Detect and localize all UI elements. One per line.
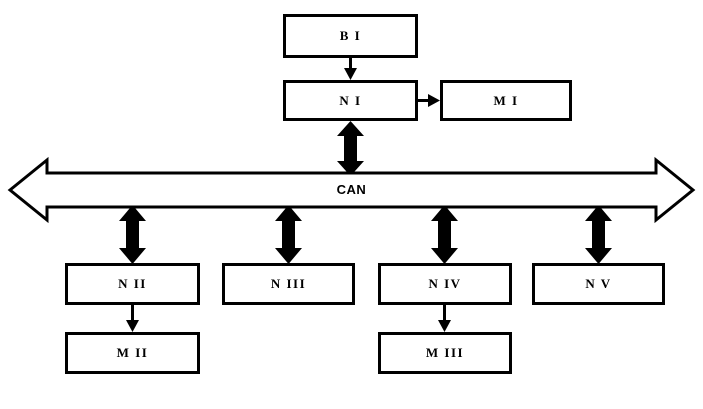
connector-bus-to-n5 [585, 205, 612, 264]
connector-n2-to-m2 [126, 305, 139, 332]
box-n1[interactable]: N I [283, 80, 418, 121]
box-m3[interactable]: M III [378, 332, 512, 374]
box-n4[interactable]: N IV [378, 263, 512, 305]
connector-n4-to-m3 [438, 305, 451, 332]
connector-bus-to-n4 [431, 205, 458, 264]
box-n2[interactable]: N II [65, 263, 200, 305]
connector-bus-to-n2 [119, 205, 146, 264]
connector-b1-to-n1 [344, 58, 357, 80]
box-m1[interactable]: M I [440, 80, 572, 121]
can-bus-label: CAN [336, 182, 367, 197]
box-b1[interactable]: B I [283, 14, 418, 58]
box-n3[interactable]: N III [222, 263, 355, 305]
box-m2[interactable]: M II [65, 332, 200, 374]
connector-n1-to-m1 [418, 94, 440, 107]
box-n5[interactable]: N V [532, 263, 665, 305]
connector-n1-to-bus [337, 121, 364, 176]
connector-bus-to-n3 [275, 205, 302, 264]
